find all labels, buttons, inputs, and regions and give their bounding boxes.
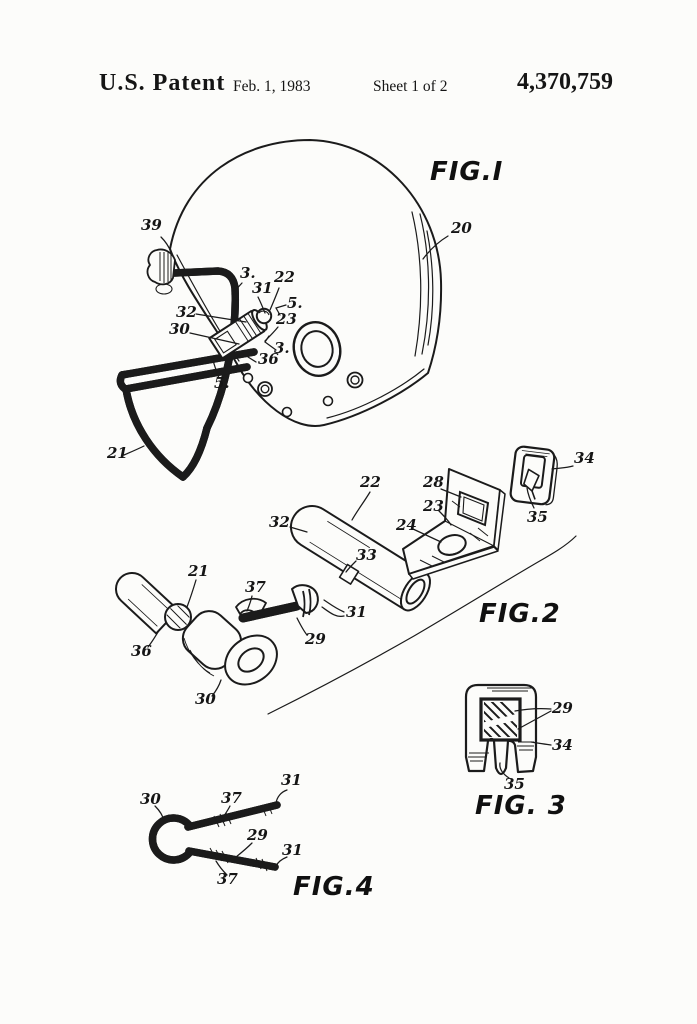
fig1-ref-5b: 5. (214, 374, 230, 392)
fig1-ref-23: 23 (276, 310, 297, 328)
fig2-ref-21: 21 (188, 562, 209, 580)
fig2-ref-33: 33 (356, 546, 377, 564)
fig1-ref-32: 32 (176, 303, 197, 321)
fig2-ref-29: 29 (305, 630, 326, 648)
fig1-caption: FIG.I (430, 157, 504, 187)
fig4-ref-37b: 37 (217, 870, 238, 888)
fig2-ref-32: 32 (269, 513, 290, 531)
fig2-ref-28: 28 (423, 473, 444, 491)
sheet-number: Sheet 1 of 2 (373, 78, 448, 95)
fig2-ref-31: 31 (346, 603, 367, 621)
fig1-ref-20: 20 (451, 219, 472, 237)
fig4-ref-31a: 31 (281, 771, 302, 789)
fig1-ref-3b: 3. (274, 339, 290, 357)
fig2-ref-37: 37 (245, 578, 266, 596)
fig1-ref-36: 36 (258, 350, 279, 368)
fig1-ref-21: 21 (107, 444, 128, 462)
fig4-ref-30: 30 (140, 790, 161, 808)
fig2-ref-35: 35 (527, 508, 548, 526)
fig2-ref-23: 23 (423, 497, 444, 515)
fig1-ref-5a: 5. (287, 294, 303, 312)
fig2-caption: FIG.2 (479, 599, 561, 629)
fig2-exploded-view-drawing (115, 445, 577, 715)
patent-date: Feb. 1, 1983 (233, 78, 311, 95)
fig4-hairpin-drawing (153, 801, 281, 872)
fig1-helmet-drawing (120, 139, 443, 481)
fig1-ref-31: 31 (252, 279, 273, 297)
fig4-caption: FIG.4 (293, 872, 375, 902)
fig4-ref-29: 29 (247, 826, 268, 844)
leader-lines (123, 235, 574, 876)
fig3-ref-35: 35 (504, 775, 525, 793)
fig1-ref-3a: 3. (240, 264, 256, 282)
fig2-ref-24: 24 (396, 516, 417, 534)
fig4-ref-37a: 37 (221, 789, 242, 807)
fig3-ref-29: 29 (552, 699, 573, 717)
fig2-ref-22: 22 (360, 473, 381, 491)
fig1-ref-22: 22 (274, 268, 295, 286)
patent-number: 4,370,759 (517, 69, 613, 95)
fig4-ref-31b: 31 (282, 841, 303, 859)
patent-title: U.S. Patent (99, 70, 226, 96)
fig1-ref-39: 39 (141, 216, 162, 234)
fig2-ref-36: 36 (131, 642, 152, 660)
fig3-clip-drawing (464, 683, 538, 776)
fig2-ref-34: 34 (574, 449, 595, 467)
fig3-ref-34: 34 (552, 736, 573, 754)
fig1-ref-30: 30 (169, 320, 190, 338)
fig3-caption: FIG. 3 (475, 791, 567, 821)
fig2-ref-30: 30 (195, 690, 216, 708)
